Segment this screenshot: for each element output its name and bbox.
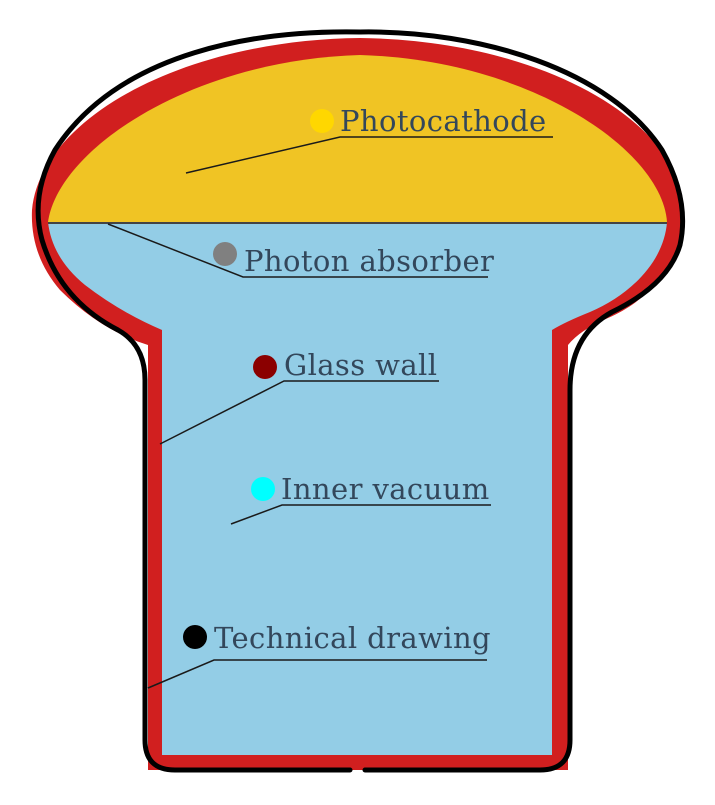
photon-absorber-leader-line xyxy=(107,223,488,278)
technical-drawing-outline xyxy=(35,29,686,773)
photocathode-region xyxy=(48,55,667,222)
inner-vacuum-marker xyxy=(251,477,275,501)
photocathode-marker xyxy=(310,109,334,133)
photon-absorber-label: Photon absorber xyxy=(244,244,494,278)
technical-drawing-leader-line xyxy=(147,659,487,689)
inner-vacuum-region xyxy=(48,222,667,755)
technical-drawing-label: Technical drawing xyxy=(214,621,491,655)
photocathode-leader-line xyxy=(185,136,553,174)
glass-wall-label: Glass wall xyxy=(284,348,437,382)
inner-vacuum-label: Inner vacuum xyxy=(281,472,490,506)
glass-wall-marker xyxy=(253,355,277,379)
leader-lines xyxy=(107,136,553,689)
inner-vacuum-leader-line xyxy=(230,504,491,525)
photon-absorber-marker xyxy=(213,242,237,266)
photocathode-label: Photocathode xyxy=(340,104,547,138)
technical-drawing-marker xyxy=(183,625,207,649)
glass-wall-leader-line xyxy=(159,380,439,445)
